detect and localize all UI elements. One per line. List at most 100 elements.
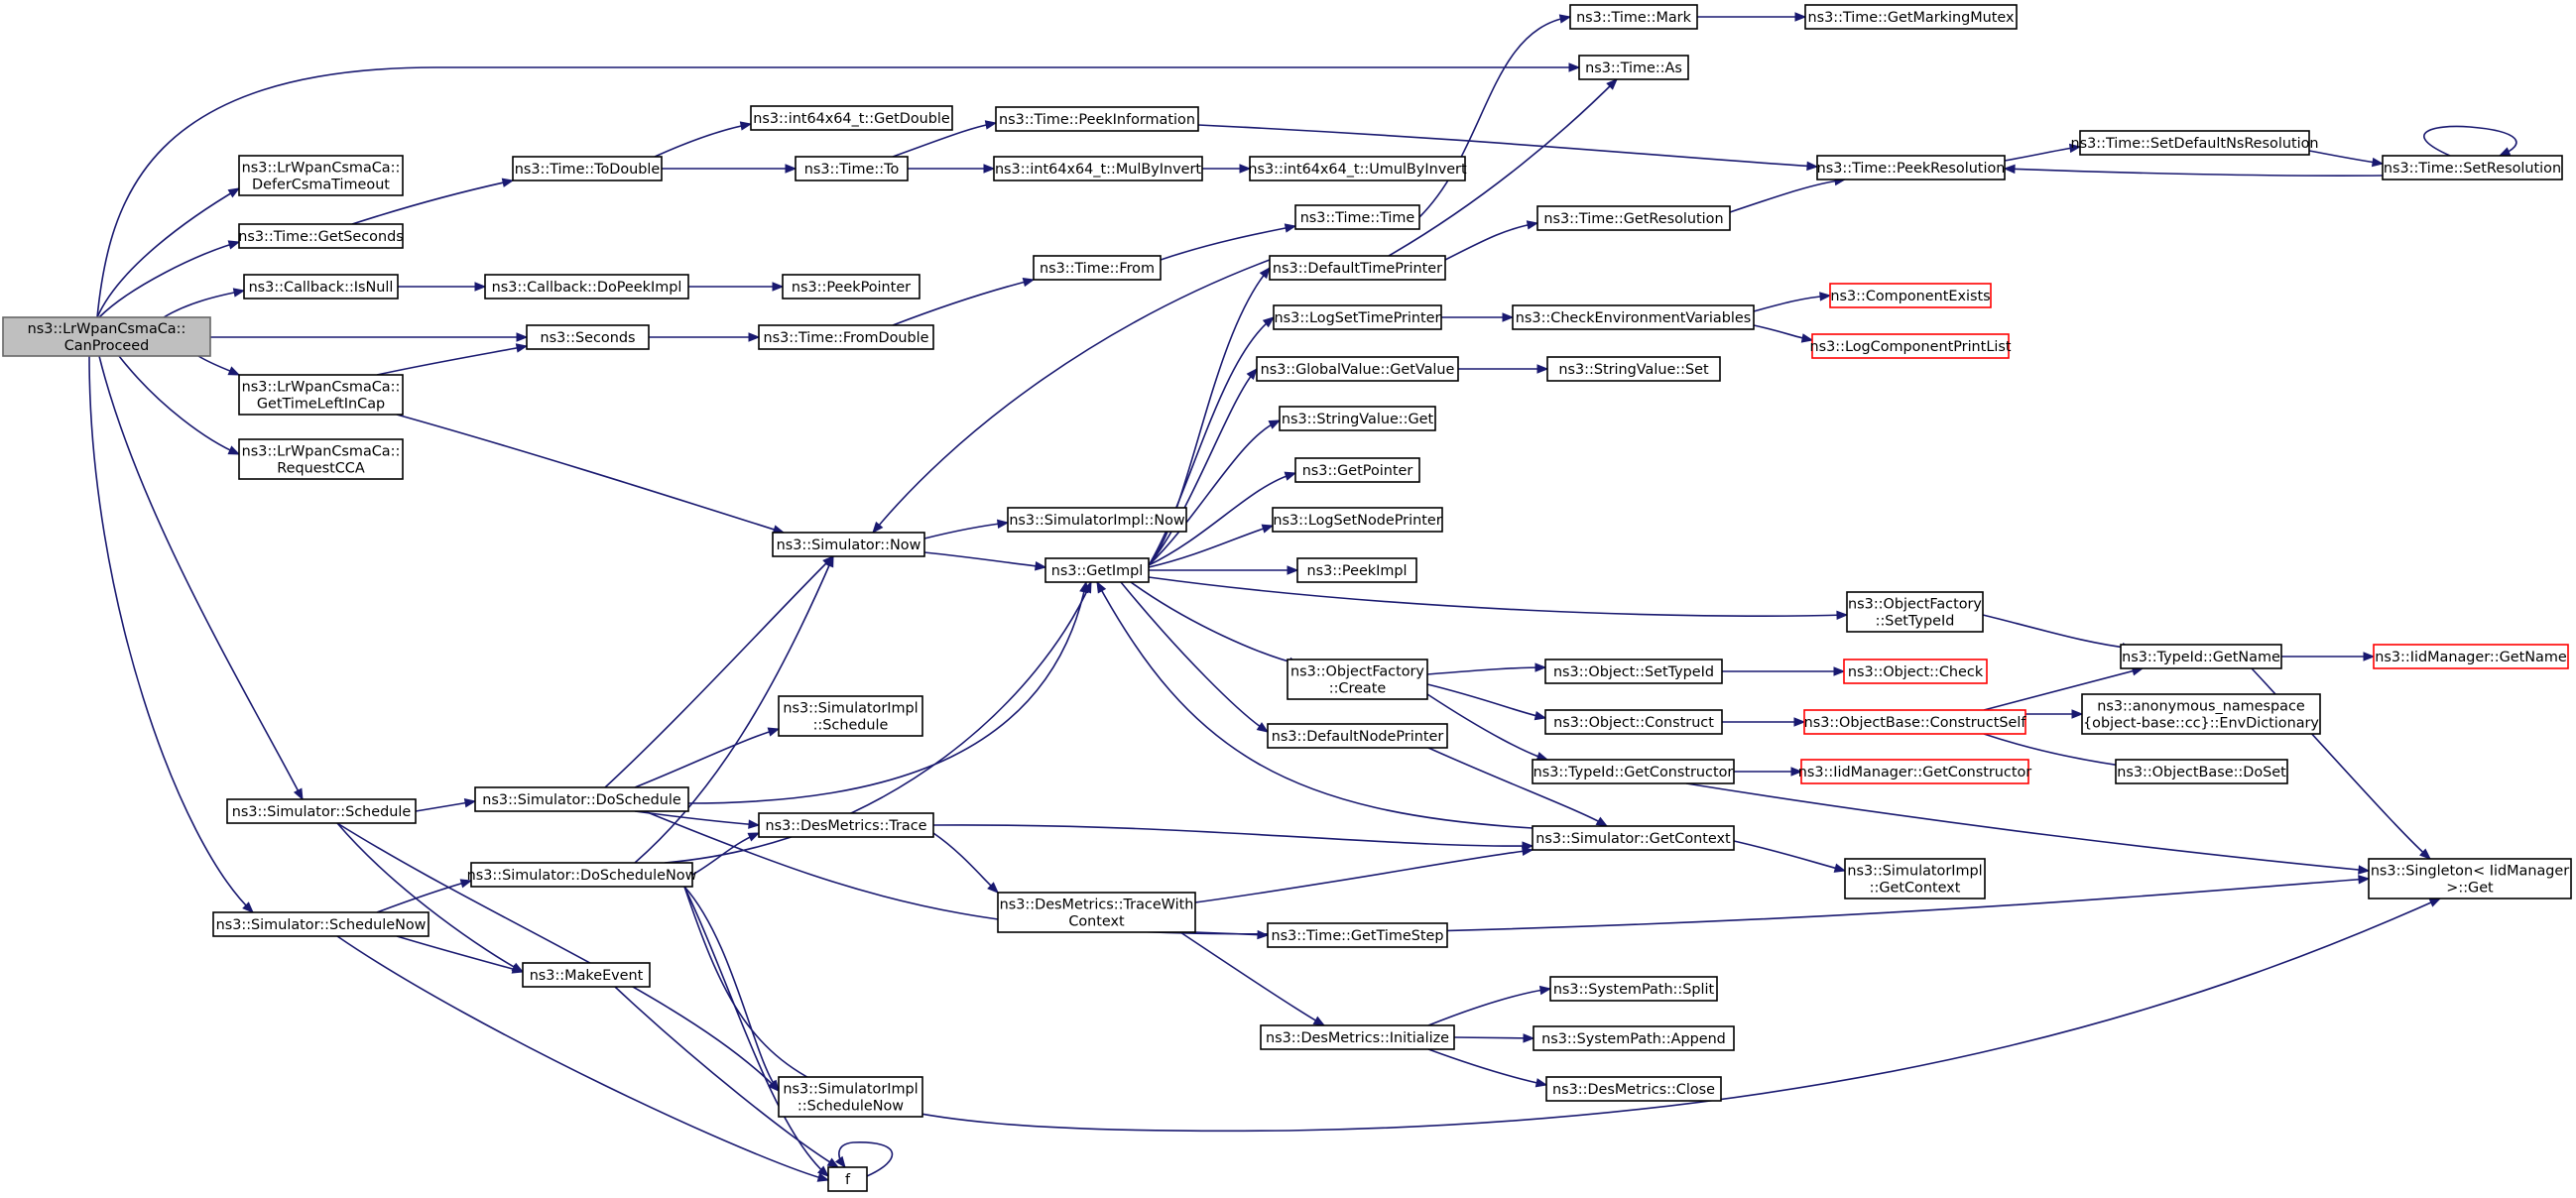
arrow-head [1558, 14, 1572, 24]
node-peekinfo[interactable]: ns3::Time::PeekInformation [995, 106, 1199, 132]
node-gettimeleft[interactable]: ns3::LrWpanCsmaCa::GetTimeLeftInCap [238, 374, 404, 416]
node-append[interactable]: ns3::SystemPath::Append [1533, 1025, 1735, 1051]
node-checkenv[interactable]: ns3::CheckEnvironmentVariables [1512, 304, 1755, 330]
node-setdefaultns[interactable]: ns3::Time::SetDefaultNsResolution [2070, 130, 2319, 156]
node-mulbyinvert[interactable]: ns3::int64x64_t::MulByInvert [993, 156, 1203, 181]
node-box [1800, 759, 2029, 784]
node-f[interactable]: f [827, 1166, 868, 1192]
node-schedulenow[interactable]: ns3::Simulator::ScheduleNow [212, 911, 429, 937]
node-typeidgetctor[interactable]: ns3::TypeId::GetConstructor [1532, 759, 1735, 784]
node-globalget[interactable]: ns3::GlobalValue::GetValue [1256, 356, 1459, 382]
node-ofcreate[interactable]: ns3::ObjectFactory::Create [1287, 659, 1428, 700]
node-peekpointer[interactable]: ns3::PeekPointer [782, 274, 920, 300]
node-stringset[interactable]: ns3::StringValue::Set [1546, 356, 1721, 382]
node-dopeekimpl[interactable]: ns3::Callback::DoPeekImpl [484, 274, 689, 300]
node-logsettimeprinter[interactable]: ns3::LogSetTimePrinter [1273, 304, 1442, 330]
node-label: ns3::GlobalValue::GetValue [1261, 362, 1455, 378]
node-peekresolution[interactable]: ns3::Time::PeekResolution [1816, 155, 2006, 180]
node-box [1803, 709, 2026, 735]
node-timefrom[interactable]: ns3::Time::From [1033, 255, 1162, 281]
node-gettimestep[interactable]: ns3::Time::GetTimeStep [1267, 922, 1448, 948]
edge-todouble-to-to [662, 164, 797, 174]
node-getseconds[interactable]: ns3::Time::GetSeconds [238, 223, 404, 249]
node-logcompprint[interactable]: ns3::LogComponentPrintList [1810, 333, 2012, 359]
node-defaulttimeprinter[interactable]: ns3::DefaultTimePrinter [1269, 255, 1446, 281]
edge-desinit-to-append [1453, 1033, 1535, 1043]
node-implnow[interactable]: ns3::SimulatorImpl::Now [1007, 507, 1187, 533]
node-getimpl[interactable]: ns3::GetImpl [1044, 557, 1150, 583]
node-label: ns3::Time::To [804, 162, 900, 178]
node-getdouble[interactable]: ns3::int64x64_t::GetDouble [750, 105, 953, 131]
node-defer[interactable]: ns3::LrWpanCsmaCa::DeferCsmaTimeout [238, 155, 404, 196]
edge-line [1194, 931, 1269, 936]
node-peekimpl[interactable]: ns3::PeekImpl [1296, 557, 1417, 583]
node-doset[interactable]: ns3::ObjectBase::DoSet [2115, 759, 2288, 784]
node-constructself[interactable]: ns3::ObjectBase::ConstructSelf [1803, 709, 2027, 735]
arrow-head [1833, 863, 1847, 873]
edge-line [351, 180, 514, 225]
edge-root-to-timeas [96, 62, 1581, 318]
node-desclose[interactable]: ns3::DesMetrics::Close [1545, 1076, 1722, 1102]
node-iidgetctor[interactable]: ns3::IidManager::GetConstructor [1798, 759, 2032, 784]
node-label: ns3::ObjectBase::ConstructSelf [1804, 715, 2027, 731]
node-fromdouble[interactable]: ns3::Time::FromDouble [758, 324, 934, 350]
node-label: Context [1068, 914, 1125, 930]
node-logsetnode[interactable]: ns3::LogSetNodePrinter [1272, 507, 1443, 533]
node-objcheck[interactable]: ns3::Object::Check [1843, 659, 1988, 684]
node-seconds[interactable]: ns3::Seconds [526, 324, 650, 350]
arrow-head [1538, 985, 1552, 996]
node-compexists[interactable]: ns3::ComponentExists [1829, 283, 1992, 308]
node-implschedulenow[interactable]: ns3::SimulatorImpl::ScheduleNow [778, 1076, 923, 1118]
node-timetime[interactable]: ns3::Time::Time [1294, 204, 1420, 230]
arrow-head [1096, 580, 1107, 594]
node-box [526, 324, 650, 350]
node-umulbyinvert[interactable]: ns3::int64x64_t::UmulByInvert [1248, 156, 1467, 181]
node-simnow[interactable]: ns3::Simulator::Now [772, 532, 925, 557]
node-getresolution[interactable]: ns3::Time::GetResolution [1536, 205, 1731, 231]
node-implschedule[interactable]: ns3::SimulatorImpl::Schedule [778, 695, 923, 737]
node-objconstruct[interactable]: ns3::Object::Construct [1544, 709, 1723, 735]
arrow-head [2371, 157, 2385, 168]
edge-doschedule-to-destrace [634, 810, 761, 829]
edge-line [96, 66, 1579, 318]
node-getpointer[interactable]: ns3::GetPointer [1294, 457, 1420, 483]
node-iidgetname[interactable]: ns3::IidManager::GetName [2373, 644, 2569, 669]
node-timeas[interactable]: ns3::Time::As [1578, 55, 1689, 80]
node-implgetcontext[interactable]: ns3::SimulatorImpl::GetContext [1844, 858, 1986, 899]
node-root[interactable]: ns3::LrWpanCsmaCa::CanProceed [2, 316, 211, 357]
arrow-head [834, 1155, 846, 1169]
node-label: ns3::Object::Construct [1553, 715, 1714, 731]
arrow-head [747, 832, 761, 842]
node-typeidgetname[interactable]: ns3::TypeId::GetName [2120, 644, 2282, 669]
node-desinit[interactable]: ns3::DesMetrics::Initialize [1260, 1024, 1455, 1050]
node-ofsettypeid[interactable]: ns3::ObjectFactory::SetTypeId [1846, 591, 1984, 633]
node-isnull[interactable]: ns3::Callback::IsNull [243, 274, 399, 300]
node-box [470, 862, 693, 888]
node-defaultnodeprinter[interactable]: ns3::DefaultNodePrinter [1267, 723, 1448, 749]
node-setresolution[interactable]: ns3::Time::SetResolution [2382, 155, 2563, 180]
node-todouble[interactable]: ns3::Time::ToDouble [512, 156, 663, 181]
node-split[interactable]: ns3::SystemPath::Split [1549, 976, 1718, 1002]
node-makeevent[interactable]: ns3::MakeEvent [522, 962, 651, 988]
node-box [1532, 759, 1735, 784]
edge-line [2004, 168, 2384, 177]
arrow-head [817, 1165, 830, 1177]
edge-logsettimeprinter-to-checkenv [1441, 312, 1515, 322]
node-doschedule[interactable]: ns3::Simulator::DoSchedule [474, 786, 689, 812]
node-stringget[interactable]: ns3::StringValue::Get [1279, 406, 1436, 431]
node-getmarkingmutex[interactable]: ns3::Time::GetMarkingMutex [1804, 4, 2018, 30]
node-destrace[interactable]: ns3::DesMetrics::Trace [758, 812, 934, 838]
node-timemark[interactable]: ns3::Time::Mark [1569, 4, 1698, 30]
node-simgetcontext[interactable]: ns3::Simulator::GetContext [1532, 825, 1735, 851]
node-doschedulenow[interactable]: ns3::Simulator::DoScheduleNow [467, 862, 697, 888]
arrow-head [1284, 223, 1297, 233]
node-objsettypeid[interactable]: ns3::Object::SetTypeId [1544, 659, 1723, 684]
node-requestcca[interactable]: ns3::LrWpanCsmaCa::RequestCCA [238, 438, 404, 480]
node-schedule[interactable]: ns3::Simulator::Schedule [226, 798, 417, 824]
node-singleton[interactable]: ns3::Singleton< IidManager>::Get [2368, 858, 2572, 899]
node-envdict[interactable]: ns3::anonymous_namespace{object-base::cc… [2081, 693, 2321, 735]
edge-simgetcontext-to-implgetcontext [1733, 840, 1847, 873]
node-to[interactable]: ns3::Time::To [795, 156, 909, 181]
edge-doschedule-to-implschedule [634, 727, 781, 788]
